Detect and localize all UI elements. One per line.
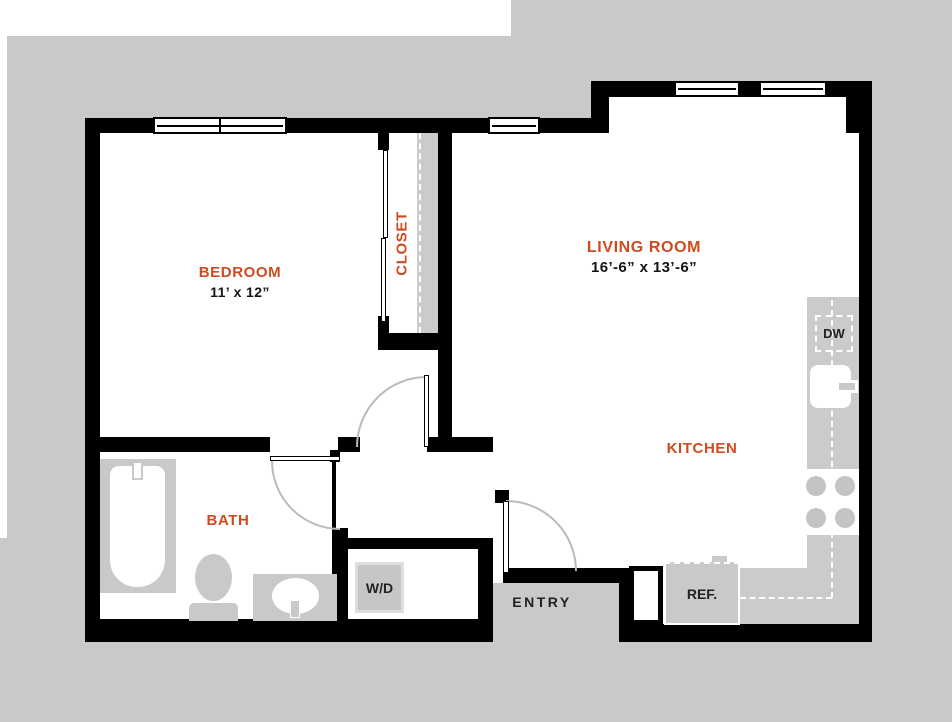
living-room-dimensions: 16’-6” x 13’-6” [590, 259, 698, 276]
wall-closet-stub-top [378, 133, 389, 150]
kitchen-label: KITCHEN [666, 440, 738, 457]
window-mullion [219, 119, 221, 132]
bath-label: BATH [206, 512, 250, 529]
wall-bottom-left [85, 619, 493, 642]
wall-wd-top [348, 538, 493, 549]
wall-closet-bottom [378, 333, 452, 350]
bath-sink-faucet [290, 600, 300, 618]
bedroom-window [153, 117, 287, 134]
stove-burner [806, 476, 826, 496]
counter-dashed-line [740, 597, 832, 599]
refrigerator-label: REF. [686, 585, 718, 602]
wall-entry-threshold [503, 568, 628, 583]
bedroom-label: BEDROOM [198, 264, 282, 281]
wall-right-exterior [859, 81, 872, 642]
living-room-floor [452, 133, 859, 437]
living-room-window-right [759, 81, 827, 97]
wall-bedroom-bottom [100, 437, 270, 452]
wall-closet-stub-bottom [378, 316, 389, 333]
kitchen-counter-bottom [740, 568, 859, 624]
living-room-floor [609, 97, 859, 133]
wall-entry-door-stub [495, 490, 509, 503]
living-room-label: LIVING ROOM [586, 239, 702, 256]
window-pane-line [763, 88, 823, 90]
bedroom-closet-window [488, 117, 540, 134]
closet-sliding-door [383, 150, 388, 238]
wall-bottom-right [619, 624, 872, 642]
wall-closet-right [438, 133, 452, 439]
stove-burner [835, 476, 855, 496]
dishwasher-box: DW [815, 315, 853, 352]
window-pane-line [678, 88, 736, 90]
closet-rod-dashed-line [419, 133, 421, 333]
entry-label: ENTRY [512, 594, 572, 610]
living-room-window-left [674, 81, 740, 97]
kitchen-sink-faucet-handle [839, 383, 855, 390]
closet-label: CLOSET [393, 211, 411, 276]
closet-sliding-door [381, 238, 386, 322]
refrigerator-handle [712, 556, 727, 562]
wall-entry-side [619, 568, 631, 642]
wall-hall-corner-block [427, 437, 493, 452]
bedroom-door-leaf [424, 375, 429, 447]
wall-wd-right [478, 538, 493, 619]
window-pane-line [492, 124, 536, 127]
counter-dashed-line [831, 300, 833, 598]
toilet-tank [189, 603, 238, 621]
dishwasher-label: DW [823, 326, 845, 341]
wall-bath-partition [332, 462, 336, 528]
entry-door-leaf [503, 501, 509, 573]
bathtub [110, 466, 165, 587]
stove-burner [806, 508, 826, 528]
toilet-bowl [195, 554, 232, 601]
stove-burner [835, 508, 855, 528]
refrigerator-box: REF. [664, 562, 740, 625]
washer-dryer-label: W/D [365, 579, 394, 596]
wall-between-doors [338, 437, 360, 452]
washer-dryer-box: W/D [355, 562, 404, 613]
utility-niche [629, 566, 663, 625]
bedroom-dimensions: 11’ x 12” [210, 284, 270, 300]
wall-left-exterior [85, 118, 100, 641]
bathtub-faucet [132, 461, 143, 480]
bath-door-leaf [270, 456, 340, 461]
closet-shelf [417, 133, 438, 333]
